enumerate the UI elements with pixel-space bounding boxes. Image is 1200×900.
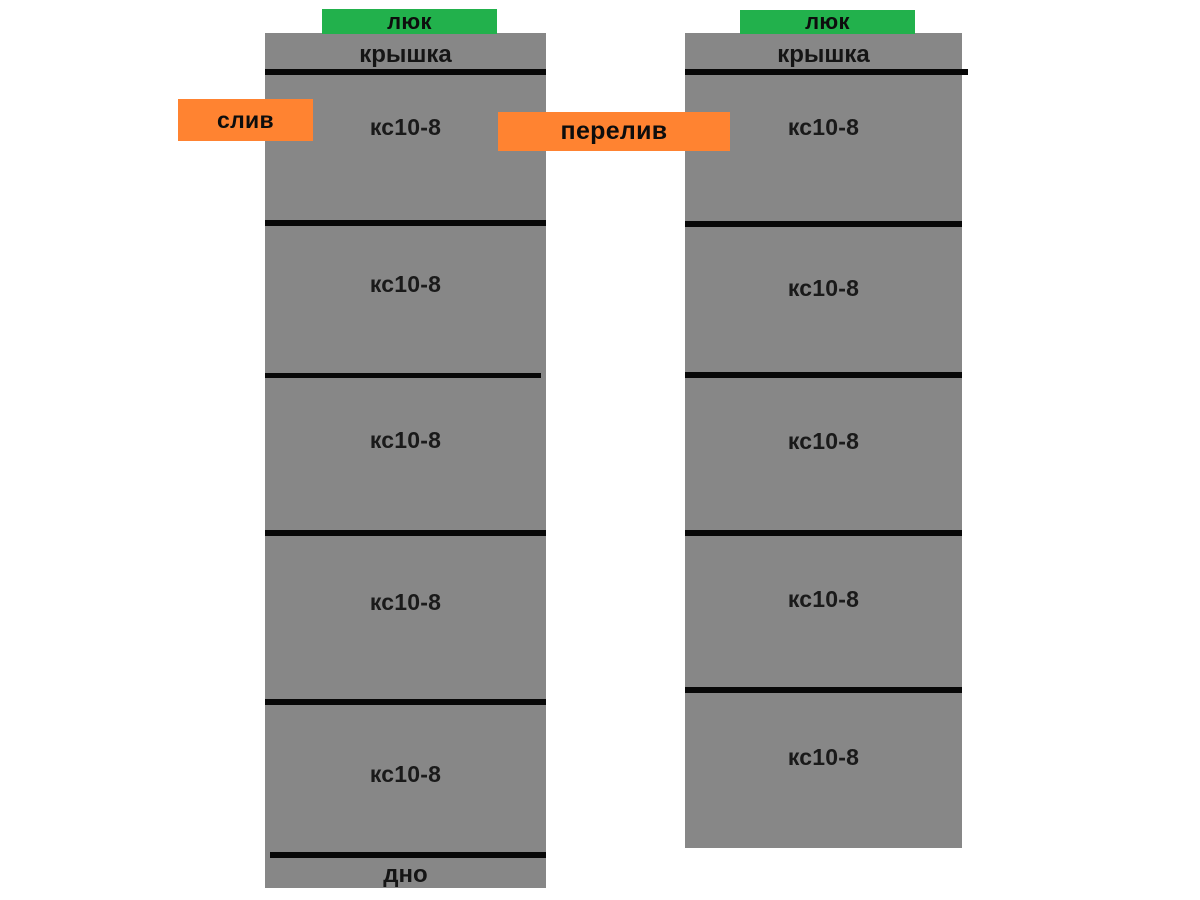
well-right-ring-label-5: кс10-8 — [787, 744, 860, 770]
drain-pipe-label: слив — [178, 99, 313, 141]
well-left-ring-label-5: кс10-8 — [369, 761, 442, 787]
hatch-label-right: люк — [740, 9, 915, 34]
well-left-separator-1 — [265, 220, 546, 226]
well-right-separator-1 — [685, 221, 962, 227]
well-right-ring-label-3: кс10-8 — [787, 428, 860, 454]
overflow-pipe-label: перелив — [498, 112, 730, 151]
well-right-separator-3 — [685, 530, 962, 536]
well-right-separator-cap — [685, 69, 968, 75]
well-right-ring-label-1: кс10-8 — [787, 114, 860, 140]
well-left-bottom-label: дно — [383, 861, 428, 888]
well-right-body: крышка кс10-8 кс10-8 кс10-8 кс10-8 кс10-… — [685, 33, 968, 848]
well-right-cap-label: крышка — [777, 41, 870, 68]
well-left-body: крышка кс10-8 кс10-8 кс10-8 кс10-8 кс10-… — [265, 33, 546, 888]
hatch-label-left: люк — [322, 9, 497, 34]
well-left-separator-3 — [265, 530, 546, 536]
well-right-ring-label-2: кс10-8 — [787, 275, 860, 301]
well-left-separator-4 — [265, 699, 546, 705]
well-left-ring-label-2: кс10-8 — [369, 271, 442, 297]
well-left-separator-2 — [265, 373, 541, 378]
well-left-separator-cap — [265, 69, 546, 75]
well-left-ring-label-3: кс10-8 — [369, 427, 442, 453]
well-left-separator-bottom — [270, 852, 546, 858]
well-left-ring-label-4: кс10-8 — [369, 589, 442, 615]
well-right-separator-4 — [685, 687, 962, 693]
well-right-ring-label-4: кс10-8 — [787, 586, 860, 612]
well-left-cap-label: крышка — [359, 41, 452, 68]
well-right-separator-2 — [685, 372, 962, 378]
well-left-ring-label-1: кс10-8 — [369, 114, 442, 140]
